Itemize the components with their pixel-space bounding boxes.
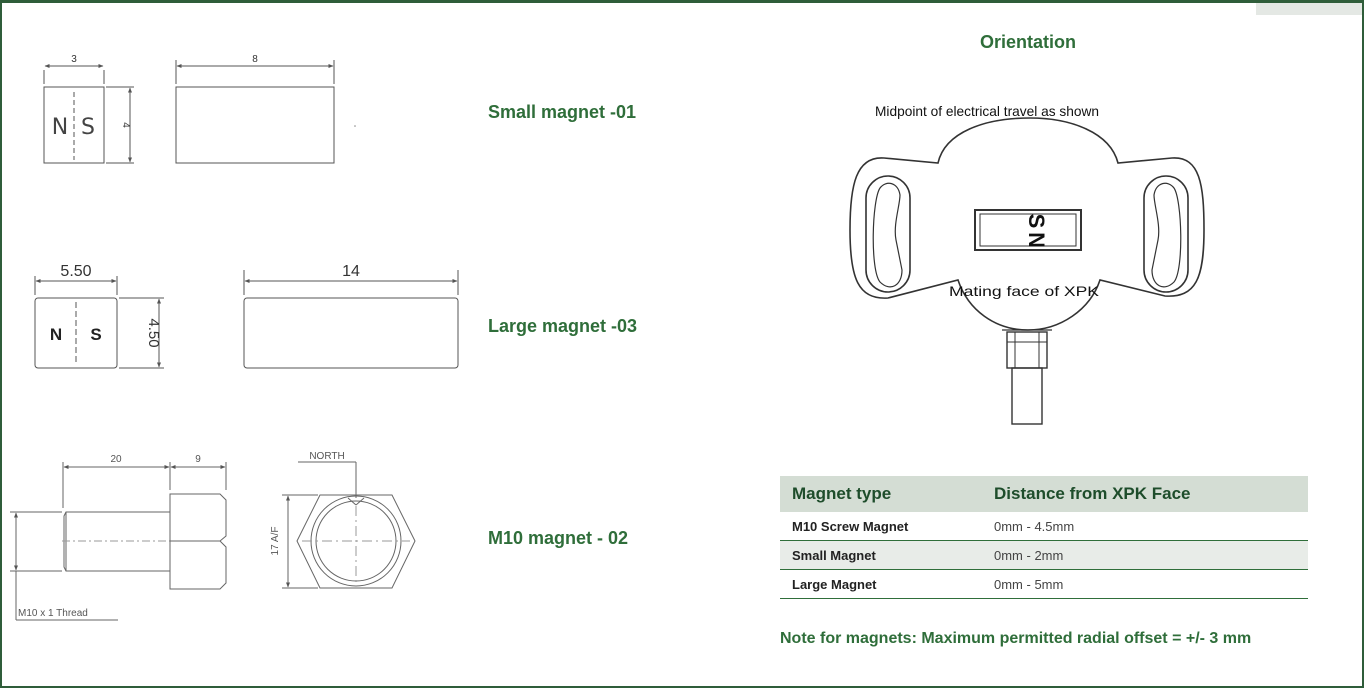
table-cell-type: Large Magnet — [780, 569, 982, 599]
small-magnet-label: Small magnet -01 — [488, 102, 637, 122]
large-dim-width: 5.50 — [60, 263, 91, 280]
small-pole-n: N — [52, 115, 68, 140]
m10-dim-head: 9 — [195, 454, 201, 465]
stray-dot — [354, 125, 356, 127]
table-cell-type: M10 Screw Magnet — [780, 512, 982, 541]
large-dim-height: 4.50 — [145, 318, 162, 347]
orientation-pole-n: N — [1024, 232, 1049, 248]
large-magnet-label: Large magnet -03 — [488, 316, 638, 336]
large-magnet-drawing — [34, 270, 459, 369]
orientation-magnet — [974, 209, 1082, 251]
m10-north-label: NORTH — [309, 451, 344, 462]
small-magnet-end-view — [43, 86, 105, 164]
table-cell-distance: 0mm - 2mm — [982, 540, 1308, 570]
table-header-row: Magnet type Distance from XPK Face — [780, 476, 1308, 512]
table-header-type: Magnet type — [780, 476, 982, 512]
large-pole-n: N — [50, 325, 62, 344]
large-magnet-side-view — [243, 297, 459, 369]
orientation-pole-s: S — [1024, 214, 1049, 229]
table-cell-type: Small Magnet — [780, 540, 982, 570]
table-header-distance: Distance from XPK Face — [982, 476, 1308, 512]
large-dim-length: 14 — [342, 263, 360, 280]
m10-dim-shaft: 20 — [110, 454, 122, 465]
orientation-title: Orientation — [979, 32, 1076, 52]
m10-magnet-end-view — [282, 461, 416, 589]
table-row: Large Magnet 0mm - 5mm — [780, 569, 1308, 599]
small-pole-s: S — [81, 115, 95, 140]
small-magnet-drawing — [43, 60, 335, 164]
small-dim-length: 8 — [252, 54, 258, 65]
table-row: Small Magnet 0mm - 2mm — [780, 540, 1308, 570]
xpk-sensor-drawing — [849, 117, 1205, 425]
magnet-distance-table: Magnet type Distance from XPK Face M10 S… — [780, 476, 1308, 599]
mating-face-caption: Mating face of XPK — [949, 283, 1100, 299]
table-cell-distance: 0mm - 5mm — [982, 569, 1308, 599]
m10-af-label: 17 A/F — [270, 527, 281, 556]
corner-tab — [1256, 3, 1362, 15]
table-cell-distance: 0mm - 4.5mm — [982, 512, 1308, 541]
m10-magnet-side-view — [10, 462, 227, 621]
small-dim-width: 3 — [71, 54, 77, 65]
midpoint-caption: Midpoint of electrical travel as shown — [875, 103, 1099, 119]
xpk-body-outline — [849, 117, 1205, 331]
m10-thread-label: M10 x 1 Thread — [18, 608, 88, 619]
small-dim-height: 4 — [120, 122, 131, 128]
radial-offset-note: Note for magnets: Maximum permitted radi… — [780, 630, 1252, 647]
table-row: M10 Screw Magnet 0mm - 4.5mm — [780, 512, 1308, 541]
large-magnet-end-view — [34, 297, 118, 369]
m10-magnet-label: M10 magnet - 02 — [488, 528, 629, 548]
small-magnet-side-view — [175, 86, 335, 164]
large-pole-s: S — [90, 325, 101, 344]
